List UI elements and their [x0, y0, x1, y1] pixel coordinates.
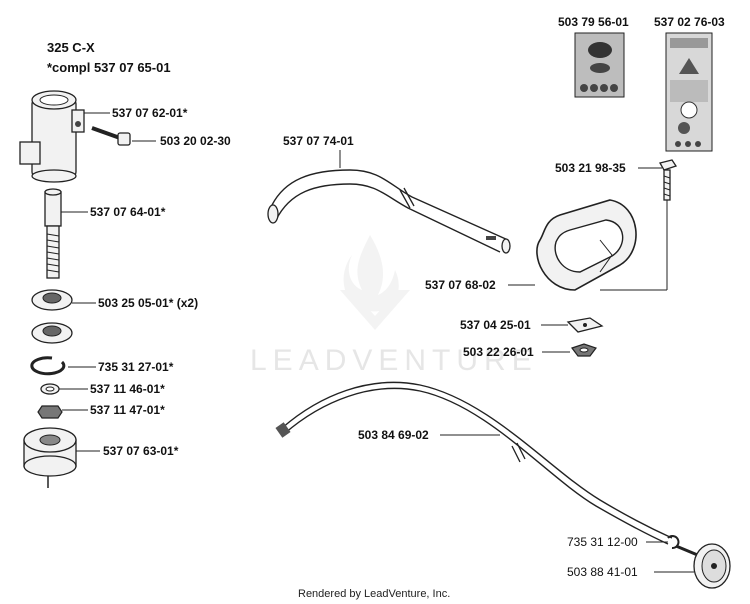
label-drive-shaft: 503 84 69-02 — [358, 428, 429, 442]
label-coupling-body: 537 07 62-01* — [112, 106, 188, 120]
label-circlip: 735 31 27-01* — [98, 360, 174, 374]
screw-drawing — [91, 126, 131, 146]
label-shaft-clip: 735 31 12-00 — [567, 535, 638, 549]
drive-shaft-drawing — [275, 381, 673, 545]
shaft-clip-drawing — [667, 535, 680, 549]
coupling-bottom-drawing — [23, 427, 77, 488]
label-wing-nut: 503 22 26-01 — [463, 345, 534, 359]
shaft-sleeve-drawing — [44, 188, 62, 279]
label-handle-bolt: 503 21 98-35 — [555, 161, 626, 175]
nut-drawing — [37, 405, 63, 419]
label-drive-disc: 503 88 41-01 — [567, 565, 638, 579]
label-clamp: 537 04 25-01 — [460, 318, 531, 332]
label-washer: 537 11 46-01* — [90, 382, 165, 396]
watermark-flame-logo — [340, 235, 410, 330]
footer-credit: Rendered by LeadVenture, Inc. — [298, 588, 450, 600]
kit-note: *compl 537 07 65-01 — [47, 60, 171, 75]
watermark-text: LEADVENTURE — [250, 344, 538, 377]
handle-bolt-drawing — [659, 159, 678, 201]
label-loop-handle: 537 07 68-02 — [425, 278, 496, 292]
label-bearing: 503 25 05-01* (x2) — [98, 296, 198, 310]
label-decal-left: 503 79 56-01 — [558, 15, 629, 29]
drive-disc-drawing — [675, 543, 731, 589]
model-title: 325 C-X — [47, 40, 95, 55]
shaft-tube-drawing — [267, 169, 511, 254]
washer-drawing — [40, 383, 60, 395]
label-decal-right: 537 02 76-03 — [654, 15, 725, 29]
clamp-drawing — [566, 317, 604, 333]
wing-nut-drawing — [571, 343, 597, 357]
label-shaft-tube: 537 07 74-01 — [283, 134, 354, 148]
circlip-drawing — [30, 356, 66, 376]
decal-left-drawing — [574, 32, 625, 98]
label-coupling-bottom: 537 07 63-01* — [103, 444, 179, 458]
loop-handle-drawing — [536, 199, 637, 291]
bearing-drawing — [31, 289, 73, 344]
coupling-body-drawing — [19, 90, 85, 183]
decal-right-drawing — [665, 32, 713, 152]
label-nut: 537 11 47-01* — [90, 403, 165, 417]
watermark: LEADVENTURE — [250, 235, 538, 377]
label-screw: 503 20 02-30 — [160, 134, 231, 148]
label-shaft-sleeve: 537 07 64-01* — [90, 205, 166, 219]
